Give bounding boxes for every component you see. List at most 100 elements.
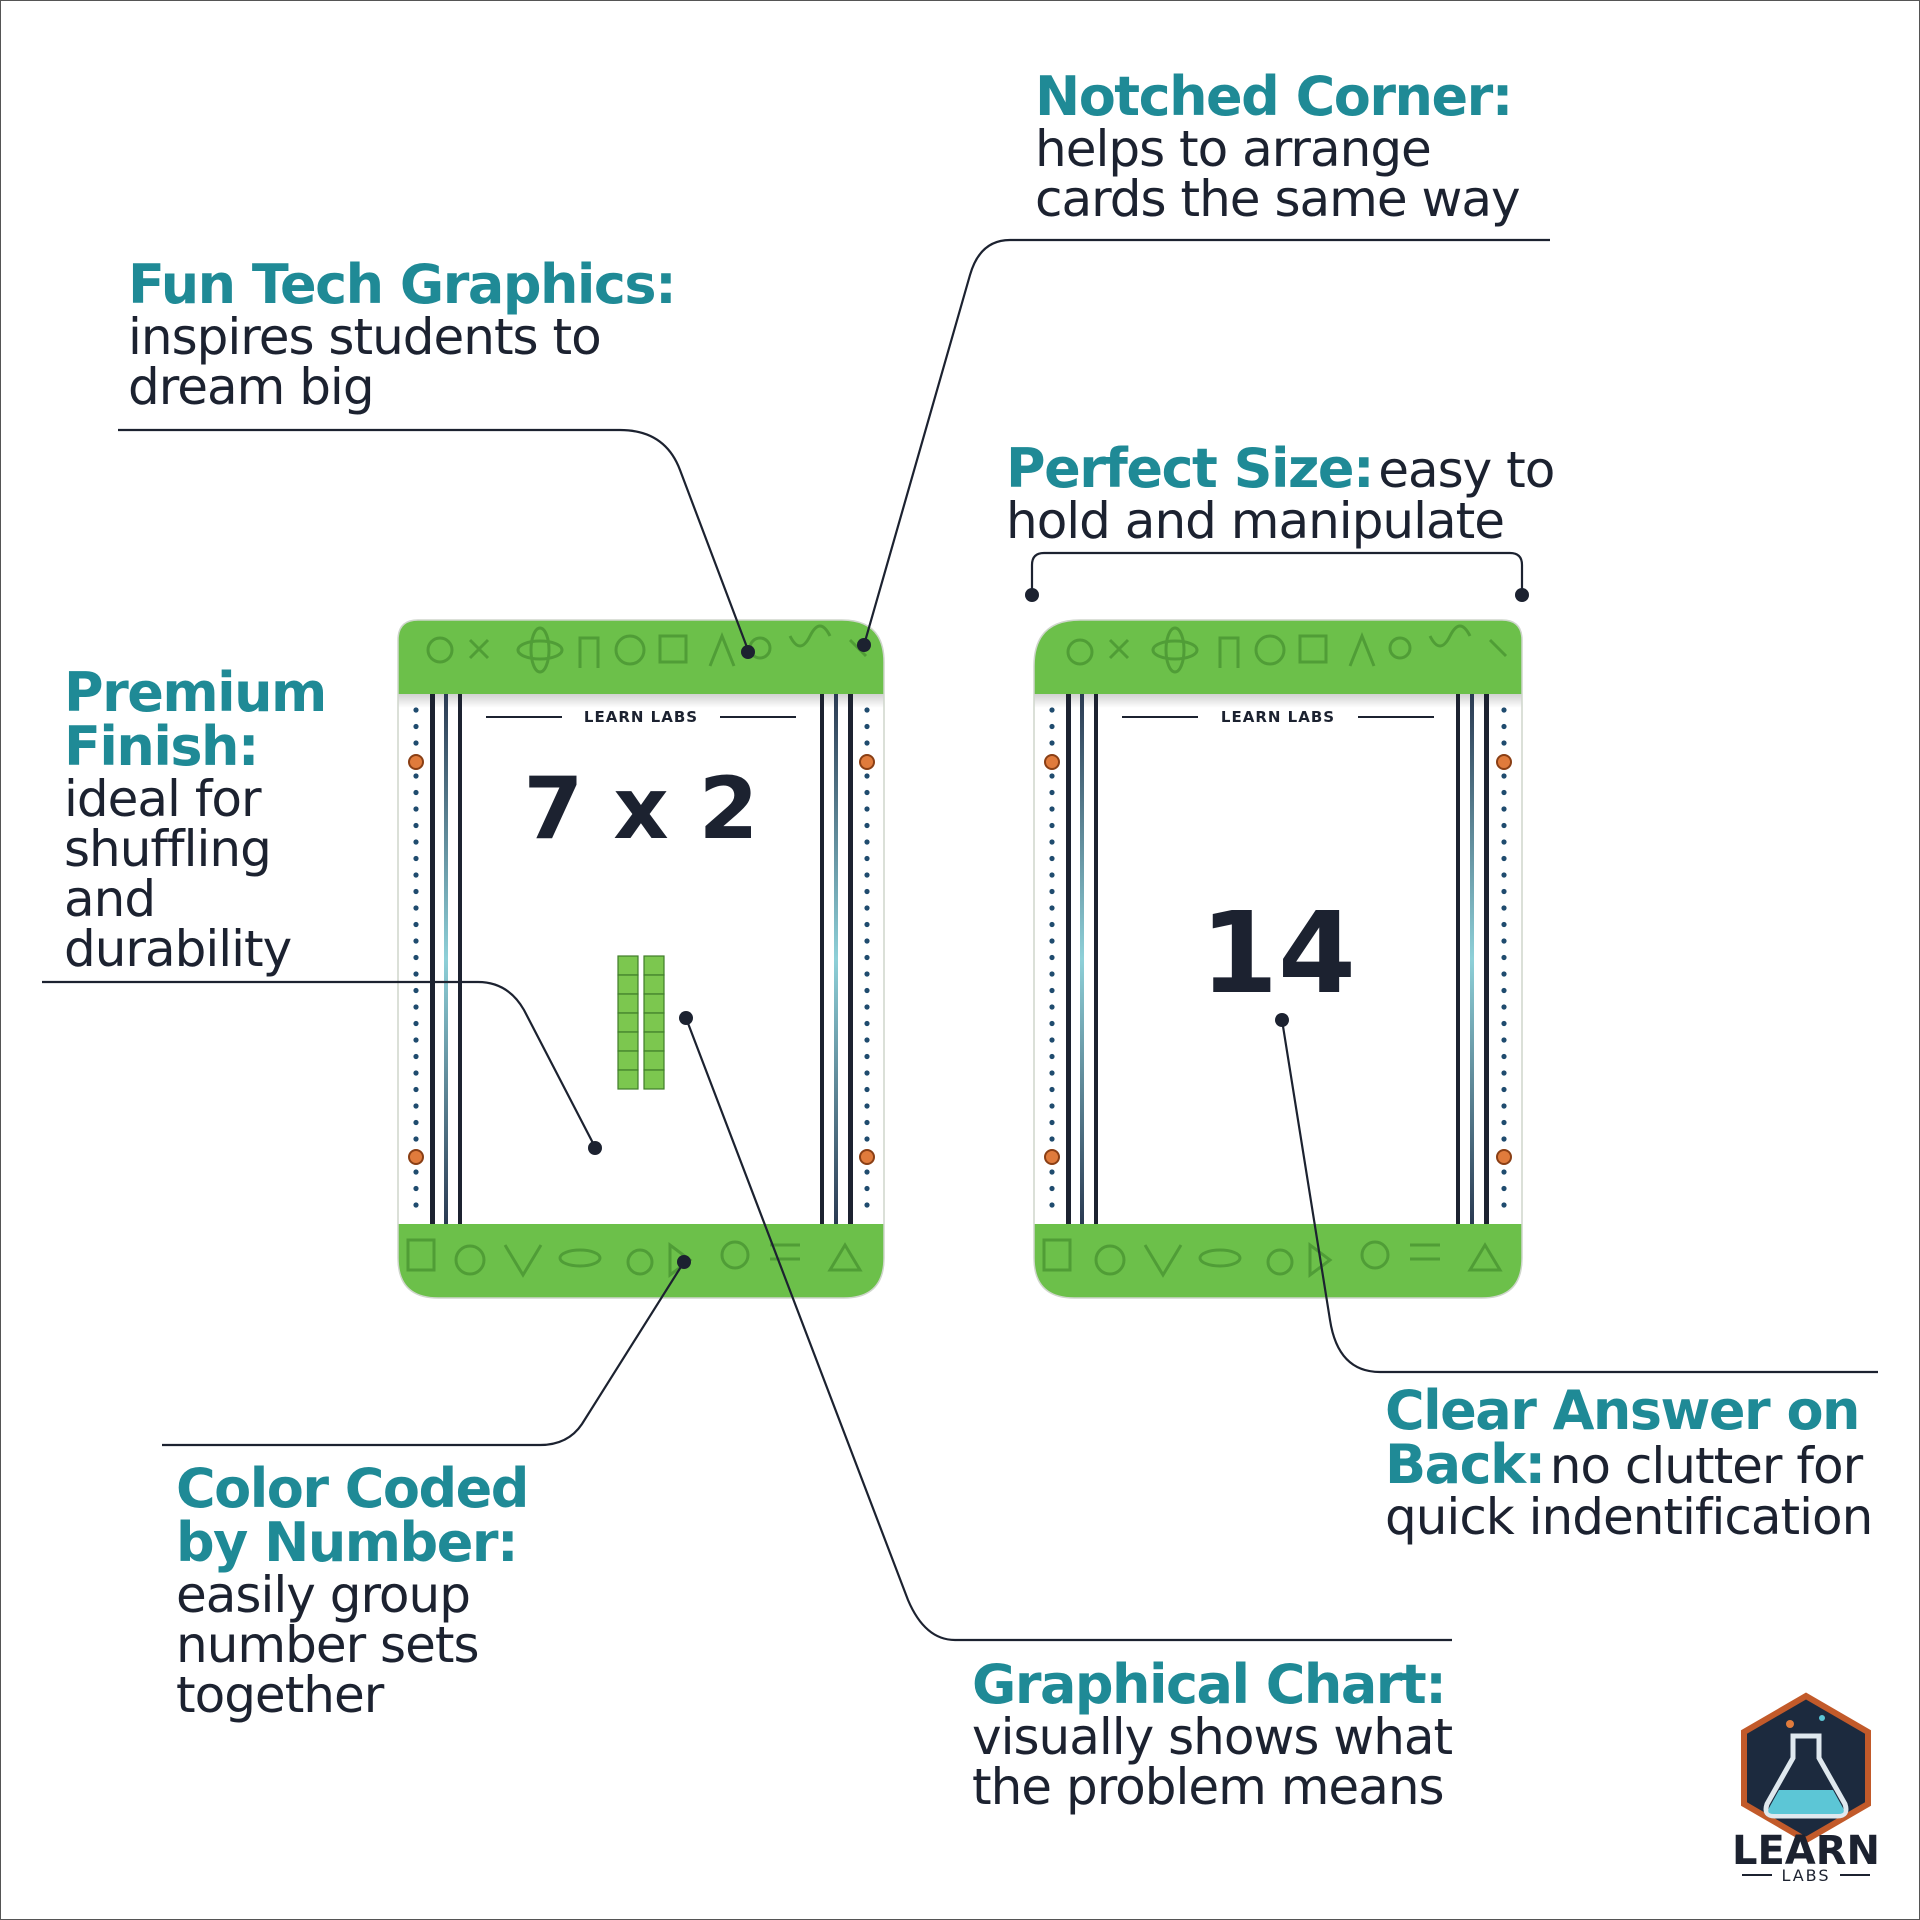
perforation-dot	[1501, 789, 1507, 796]
perforation-dot	[1501, 938, 1507, 944]
leader-line-fun-tech	[118, 428, 750, 651]
callout-desc: visually shows what	[972, 1708, 1453, 1766]
perforation-dot	[864, 1136, 870, 1142]
leader-line-color-coded	[162, 1261, 685, 1447]
callout-desc: and	[64, 870, 156, 928]
callout-perfect-size: Perfect Size: easy to hold and manipulat…	[1006, 441, 1555, 550]
card-front-bottom-band	[398, 1224, 884, 1298]
size-bracket	[1030, 551, 1524, 594]
card-brand: LEARN LABS	[1221, 708, 1335, 726]
callout-title: Finish:	[64, 715, 260, 778]
perforation-dot	[413, 773, 419, 779]
side-stripe	[1470, 694, 1474, 1224]
callout-desc: helps to arrange	[1035, 120, 1432, 178]
perforation-dot	[1049, 1086, 1055, 1093]
perforation-dot	[864, 1070, 870, 1076]
perforation-dot	[864, 905, 870, 911]
corner-dot	[408, 754, 424, 770]
logo-subword: LABS	[1781, 1866, 1830, 1885]
perforation-dot	[1501, 905, 1507, 911]
perforation-dot	[413, 707, 419, 713]
callout-desc: easily group	[176, 1566, 471, 1624]
perforation-dot	[1049, 740, 1055, 746]
unit-block	[643, 1069, 665, 1090]
perforation-dot	[1049, 1020, 1055, 1027]
perforation-dot	[413, 740, 419, 746]
callout-title: Notched Corner:	[1035, 65, 1513, 128]
perforation-dot	[864, 1053, 870, 1060]
leader-line-clear-answer	[1280, 1019, 1878, 1374]
perforation-dot	[864, 1119, 870, 1126]
card-question: 7 x 2	[523, 759, 758, 859]
leader-dot	[1275, 1013, 1289, 1027]
corner-dot	[859, 754, 875, 770]
perforation-dot	[864, 723, 870, 730]
callout-desc: durability	[64, 920, 292, 978]
tech-doodles	[406, 1238, 863, 1278]
leader-dot	[1515, 588, 1529, 602]
card-back: LEARN LABS 14	[1034, 620, 1522, 1298]
callout-desc: easy to	[1378, 441, 1555, 499]
perforation-dot	[1049, 921, 1055, 928]
unit-block	[617, 1050, 639, 1071]
perforation-dot	[413, 921, 419, 928]
corner-dot	[859, 1149, 875, 1165]
perforation-dot	[1049, 1202, 1055, 1208]
unit-block	[617, 1069, 639, 1090]
bubble-icon	[1819, 1715, 1825, 1721]
perforation-dot	[864, 773, 870, 779]
bubble-icon	[1786, 1720, 1794, 1728]
perforation-dot	[1501, 839, 1507, 845]
callout-title: by Number:	[176, 1511, 519, 1574]
perforation-dot	[413, 1103, 419, 1109]
perforation-dot	[1049, 855, 1055, 862]
callout-premium-finish: Premium Finish: ideal for shuffling and …	[64, 666, 327, 978]
card-back-top-band	[1034, 620, 1522, 694]
perforation-dot	[1501, 1037, 1507, 1043]
perforation-dot	[864, 855, 870, 862]
perforation-dot	[864, 1086, 870, 1093]
leader-line-notched-corner	[862, 238, 1550, 646]
leader-dot	[1025, 588, 1039, 602]
perforation-dot	[413, 1053, 419, 1060]
perforation-dot	[864, 954, 870, 961]
card-back-body	[1034, 620, 1522, 1298]
unit-block	[643, 1050, 665, 1071]
callout-desc: shuffling	[64, 820, 272, 878]
side-stripe	[1094, 694, 1098, 1224]
unit-block	[617, 1012, 639, 1033]
perforation-dot	[413, 723, 419, 730]
flask-liquid-icon	[1768, 1790, 1844, 1814]
flask-icon	[1763, 1733, 1849, 1819]
leader-dot	[677, 1255, 691, 1269]
perforation-dot	[1501, 1070, 1507, 1076]
side-stripe	[820, 694, 824, 1224]
perforation-dot	[864, 806, 870, 812]
callout-desc: hold and manipulate	[1006, 492, 1505, 550]
perforation-dot	[1049, 723, 1055, 730]
perforation-dot	[1501, 723, 1507, 730]
perforation-dot	[1501, 987, 1507, 994]
perforation-dot	[1049, 888, 1055, 895]
side-stripe	[1080, 694, 1084, 1224]
perforation-dot	[1049, 954, 1055, 961]
perforation-dot	[413, 1185, 419, 1192]
side-stripe	[1484, 694, 1489, 1224]
perforation-dot	[1501, 1169, 1507, 1175]
perforation-dot	[864, 839, 870, 845]
perforation-dot	[864, 740, 870, 746]
perforation-dot	[413, 855, 419, 862]
perforation-dot	[1049, 938, 1055, 944]
perforation-dot	[864, 822, 870, 829]
perforation-dot	[413, 1202, 419, 1208]
card-front-outline	[397, 619, 885, 1299]
card-front: LEARN LABS 7 x 2	[398, 620, 884, 1298]
leader-line-graphical-chart	[684, 1017, 1452, 1642]
perforation-dot	[1049, 1053, 1055, 1060]
callout-notched-corner: Notched Corner: helps to arrange cards t…	[1035, 65, 1521, 225]
perforation-dot	[1049, 1136, 1055, 1142]
perforation-dot	[413, 789, 419, 796]
perforation-dot	[413, 938, 419, 944]
perforation-dot	[1049, 971, 1055, 977]
perforation-dot	[864, 1037, 870, 1043]
